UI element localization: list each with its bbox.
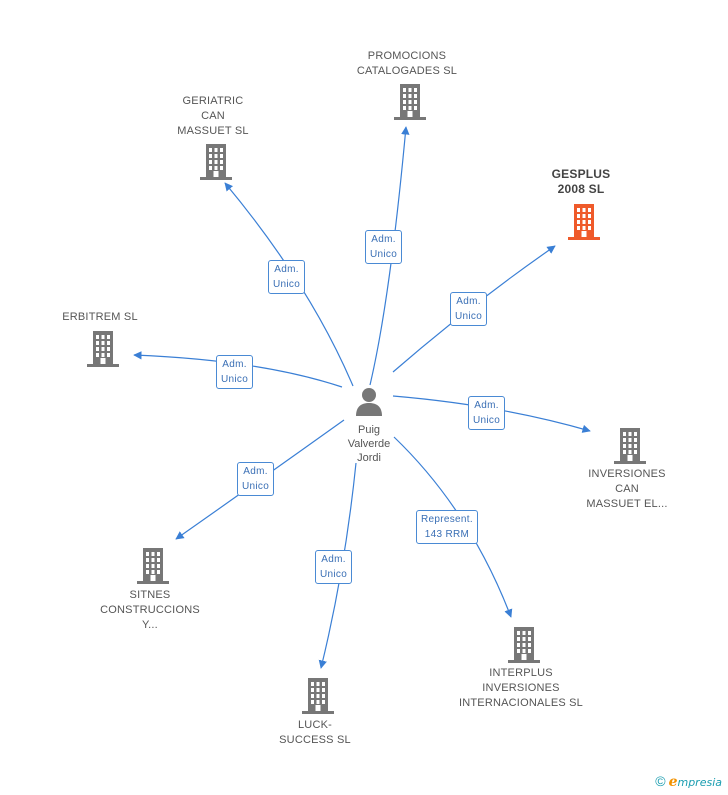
edge-label-interplus[interactable]: Represent. 143 RRM	[416, 510, 478, 544]
building-icon[interactable]	[302, 678, 334, 714]
company-label-gesplus[interactable]: GESPLUS 2008 SL	[551, 167, 611, 196]
brand-logo-e: e	[668, 774, 678, 790]
center-person-name[interactable]: Puig Valverde Jordi	[347, 424, 391, 464]
brand-logo-text: mpresia	[677, 776, 722, 789]
building-icon[interactable]	[87, 331, 119, 367]
edge-label-luck[interactable]: Adm. Unico	[315, 550, 353, 584]
footer-brand: ©empresia	[655, 773, 722, 790]
building-icon[interactable]	[614, 428, 646, 464]
company-label-sitnes[interactable]: SITNES CONSTRUCCIONS Y...	[100, 589, 200, 631]
edge-label-inversiones-can[interactable]: Adm. Unico	[468, 396, 506, 430]
building-icon[interactable]	[137, 548, 169, 584]
company-label-inversiones-can[interactable]: INVERSIONES CAN MASSUET EL...	[586, 468, 668, 510]
edge-label-sitnes[interactable]: Adm. Unico	[237, 462, 275, 496]
building-icon[interactable]	[568, 204, 600, 240]
building-icon[interactable]	[508, 627, 540, 663]
edge-label-promocions[interactable]: Adm. Unico	[365, 230, 403, 264]
company-label-erbitrem[interactable]: ERBITREM SL	[62, 311, 138, 323]
copyright-symbol: ©	[655, 773, 666, 789]
person-icon[interactable]	[354, 386, 384, 418]
edge-label-geriatric[interactable]: Adm. Unico	[268, 260, 306, 294]
edge-label-erbitrem[interactable]: Adm. Unico	[216, 355, 254, 389]
company-label-interplus[interactable]: INTERPLUS INVERSIONES INTERNACIONALES SL	[458, 667, 584, 709]
company-label-geriatric[interactable]: GERIATRIC CAN MASSUET SL	[177, 95, 249, 137]
building-icon[interactable]	[200, 144, 232, 180]
company-label-luck[interactable]: LUCK- SUCCESS SL	[279, 719, 351, 746]
edge-label-gesplus[interactable]: Adm. Unico	[450, 292, 488, 326]
edge-line-promocions	[369, 126, 410, 386]
company-label-promocions[interactable]: PROMOCIONS CATALOGADES SL	[356, 50, 458, 77]
building-icon[interactable]	[394, 84, 426, 120]
